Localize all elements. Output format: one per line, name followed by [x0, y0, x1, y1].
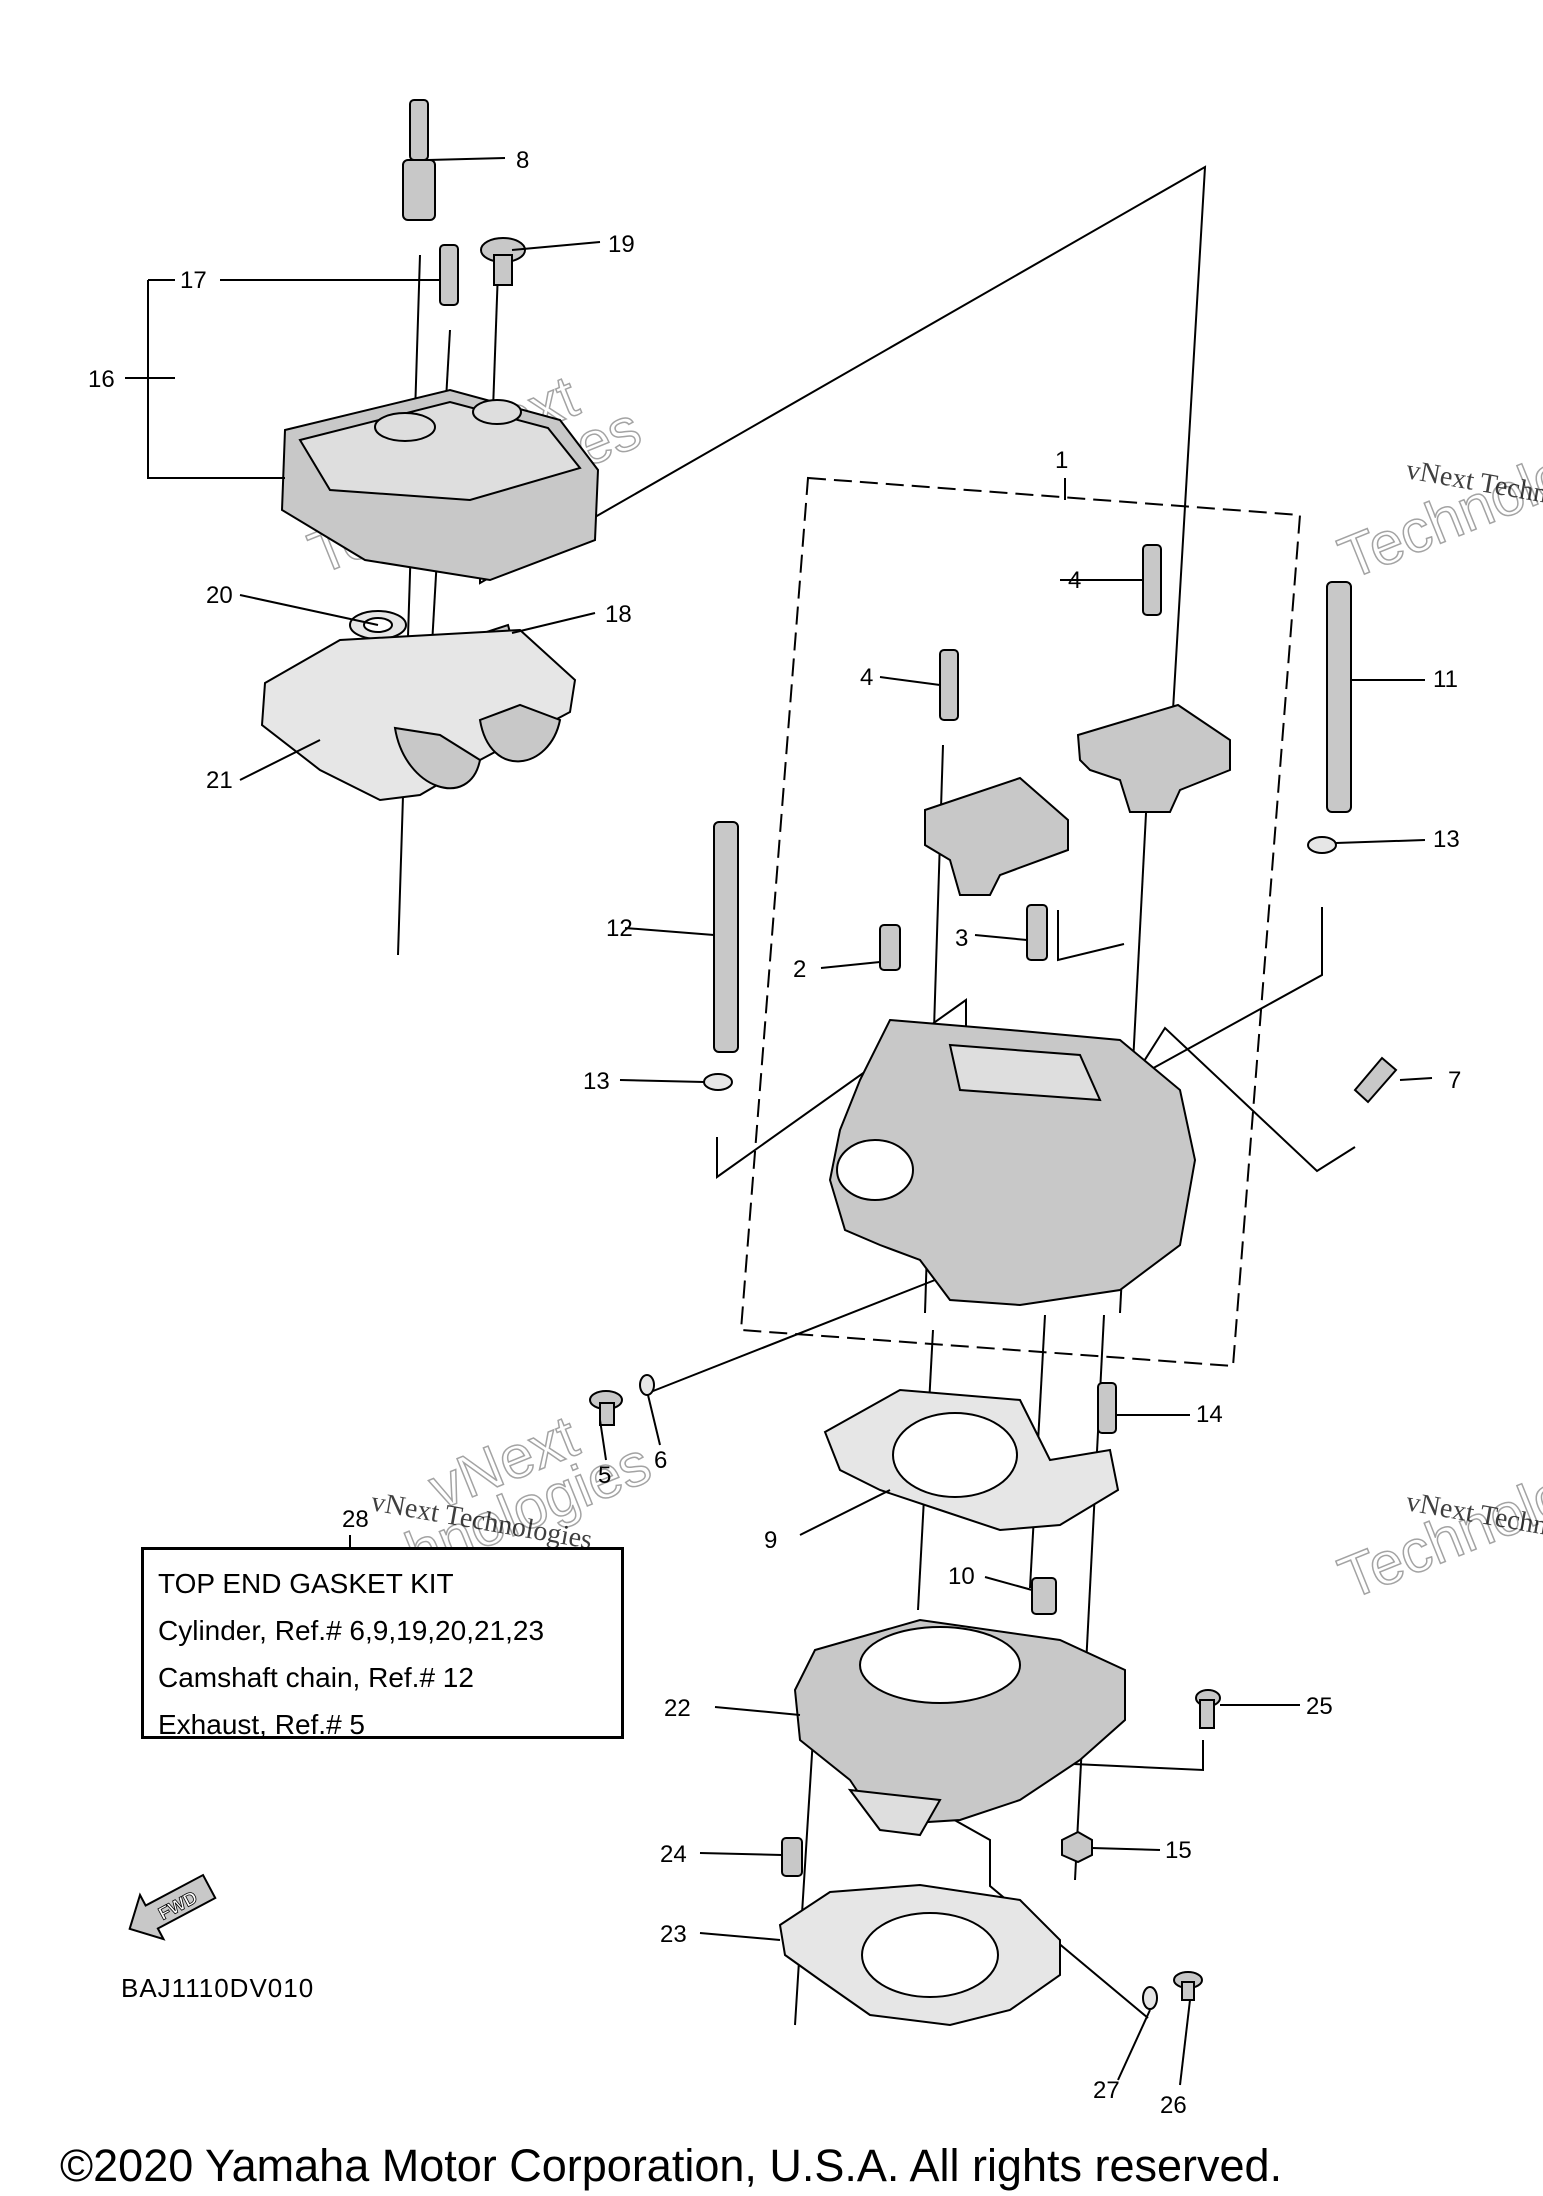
callout-8: 8 — [516, 147, 529, 174]
callout-labels: 1 2 3 4 4 5 6 7 8 9 10 11 12 13 13 14 15… — [88, 147, 1461, 2119]
callout-4a: 4 — [1068, 567, 1081, 594]
cover-bolt-19 — [480, 237, 526, 286]
callout-26: 26 — [1160, 2092, 1187, 2119]
kit-line-camshaft-chain: Camshaft chain, Ref.# 12 — [158, 1662, 474, 1693]
camshaft-cap-rear — [1076, 703, 1231, 813]
callout-22: 22 — [664, 1695, 691, 1722]
callout-leaders — [239, 241, 1433, 2086]
bolt-25 — [1195, 1689, 1221, 1729]
callout-20: 20 — [206, 582, 233, 609]
dowel-14 — [1097, 1382, 1117, 1434]
callout-12: 12 — [606, 915, 633, 942]
callout-14: 14 — [1196, 1401, 1223, 1428]
kit-line-exhaust: Exhaust, Ref.# 5 — [158, 1709, 366, 1740]
callout-6: 6 — [654, 1447, 667, 1474]
cylinder — [793, 1618, 1126, 1837]
callout-13a: 13 — [1433, 826, 1460, 853]
cover-gasket-21 — [260, 628, 577, 802]
stud-bolt-17 — [439, 244, 459, 306]
callout-1: 1 — [1055, 447, 1068, 474]
washer-13b — [703, 1073, 733, 1091]
nut-15 — [1061, 1830, 1093, 1864]
callout-3: 3 — [955, 925, 968, 952]
guide-3 — [1026, 904, 1048, 961]
callout-25: 25 — [1306, 1693, 1333, 1720]
callout-28: 28 — [342, 1506, 369, 1533]
top-end-gasket-kit-box: TOP END GASKET KIT Cylinder, Ref.# 6,9,1… — [141, 1547, 624, 1740]
callout-18: 18 — [605, 601, 632, 628]
cam-cap-bolt-4b — [939, 649, 959, 721]
kit-line-cylinder: Cylinder, Ref.# 6,9,19,20,21,23 — [158, 1615, 545, 1646]
callout-16: 16 — [88, 366, 115, 393]
callout-17: 17 — [180, 267, 207, 294]
o-ring-27 — [1142, 1986, 1158, 2010]
head-bolt-11 — [1326, 581, 1352, 813]
callout-19: 19 — [608, 231, 635, 258]
cylinder-head — [828, 1018, 1197, 1307]
bolt-26 — [1173, 1971, 1203, 2001]
diagram-code: BAJ1110DV010 — [121, 1973, 315, 2003]
callout-13b: 13 — [583, 1068, 610, 1095]
callout-4b: 4 — [860, 664, 873, 691]
callout-11: 11 — [1433, 666, 1458, 693]
spark-plug — [402, 99, 506, 221]
callout-15: 15 — [1165, 1837, 1192, 1864]
callout-27: 27 — [1093, 2077, 1120, 2104]
callout-10: 10 — [948, 1563, 975, 1590]
guide-2 — [879, 924, 901, 971]
head-gasket-9 — [823, 1388, 1120, 1532]
dowel-10 — [1031, 1577, 1057, 1615]
o-ring-6 — [639, 1374, 655, 1396]
base-gasket-23 — [778, 1883, 1061, 2027]
cylinder-head-assembly-outline — [739, 476, 1302, 1368]
stud-7 — [1353, 1056, 1398, 1104]
dowel-24 — [781, 1837, 803, 1877]
washer-13a — [1307, 836, 1337, 854]
copyright-notice: ©2020 Yamaha Motor Corporation, U.S.A. A… — [60, 2140, 1283, 2191]
callout-5: 5 — [598, 1462, 611, 1489]
cam-cap-bolt-4a — [1142, 544, 1162, 616]
watermark-top-right: Technologies vNext Technologies — [1329, 398, 1543, 593]
callout-9: 9 — [764, 1527, 777, 1554]
callout-21: 21 — [206, 767, 233, 794]
head-bolt-12 — [713, 821, 739, 1053]
forward-arrow-icon: FWD — [128, 1873, 217, 1941]
callout-24: 24 — [660, 1841, 687, 1868]
bolt-5 — [589, 1390, 623, 1426]
bracket-16 — [147, 378, 285, 479]
cylinder-head-cover — [280, 388, 600, 582]
callout-2: 2 — [793, 956, 806, 983]
watermark-mid-right: Technologies vNext Technologies — [1329, 1418, 1543, 1613]
callout-23: 23 — [660, 1921, 687, 1948]
callout-7: 7 — [1448, 1067, 1461, 1094]
kit-title: TOP END GASKET KIT — [158, 1568, 454, 1599]
camshaft-cap-front — [924, 776, 1069, 896]
